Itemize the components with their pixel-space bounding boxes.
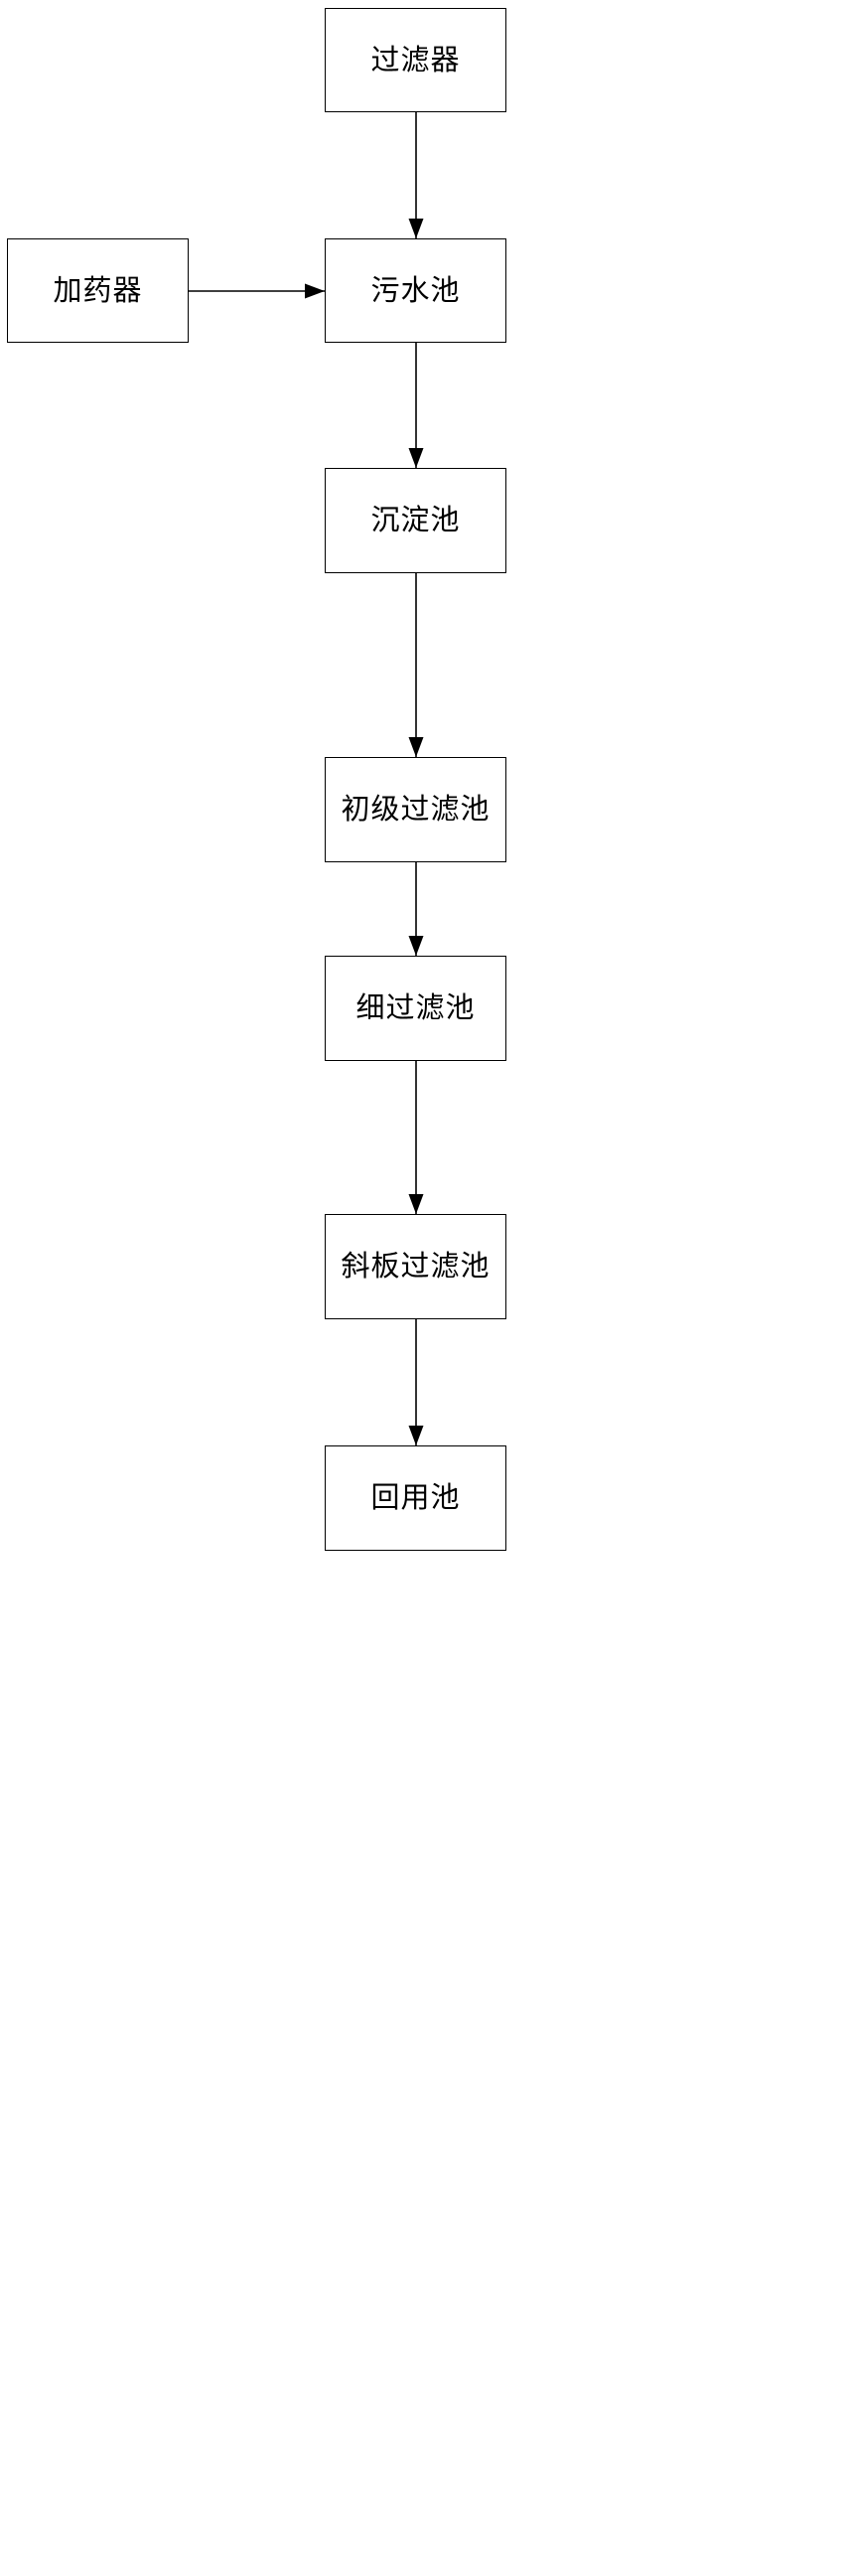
node-primary-filter[interactable]: 初级过滤池 [325,757,506,862]
edge-filter-to-sewage-pool [396,92,436,258]
node-dosing-device[interactable]: 加药器 [7,238,189,343]
edge-dosing-device-to-sewage-pool [169,271,345,311]
node-sedimentation-tank[interactable]: 沉淀池 [325,468,506,573]
edge-fine-filter-to-inclined-plate-filter [396,1041,436,1234]
node-label-reuse-tank: 回用池 [370,1480,461,1515]
node-label-fine-filter: 细过滤池 [355,990,476,1025]
node-label-inclined-plate-filter: 斜板过滤池 [341,1249,491,1284]
node-label-primary-filter: 初级过滤池 [341,792,491,827]
node-label-sewage-pool: 污水池 [370,272,461,307]
node-label-filter: 过滤器 [370,42,461,76]
node-label-dosing-device: 加药器 [53,272,143,307]
node-label-sedimentation-tank: 沉淀池 [370,503,461,537]
node-filter[interactable]: 过滤器 [325,8,506,112]
edge-primary-filter-to-fine-filter [396,842,436,976]
node-fine-filter[interactable]: 细过滤池 [325,956,506,1061]
node-sewage-pool[interactable]: 污水池 [325,238,506,343]
node-reuse-tank[interactable]: 回用池 [325,1445,506,1551]
edge-sedimentation-tank-to-primary-filter [396,553,436,777]
edge-inclined-plate-filter-to-reuse-tank [396,1299,436,1465]
node-inclined-plate-filter[interactable]: 斜板过滤池 [325,1214,506,1319]
edge-sewage-pool-to-sedimentation-tank [396,323,436,488]
